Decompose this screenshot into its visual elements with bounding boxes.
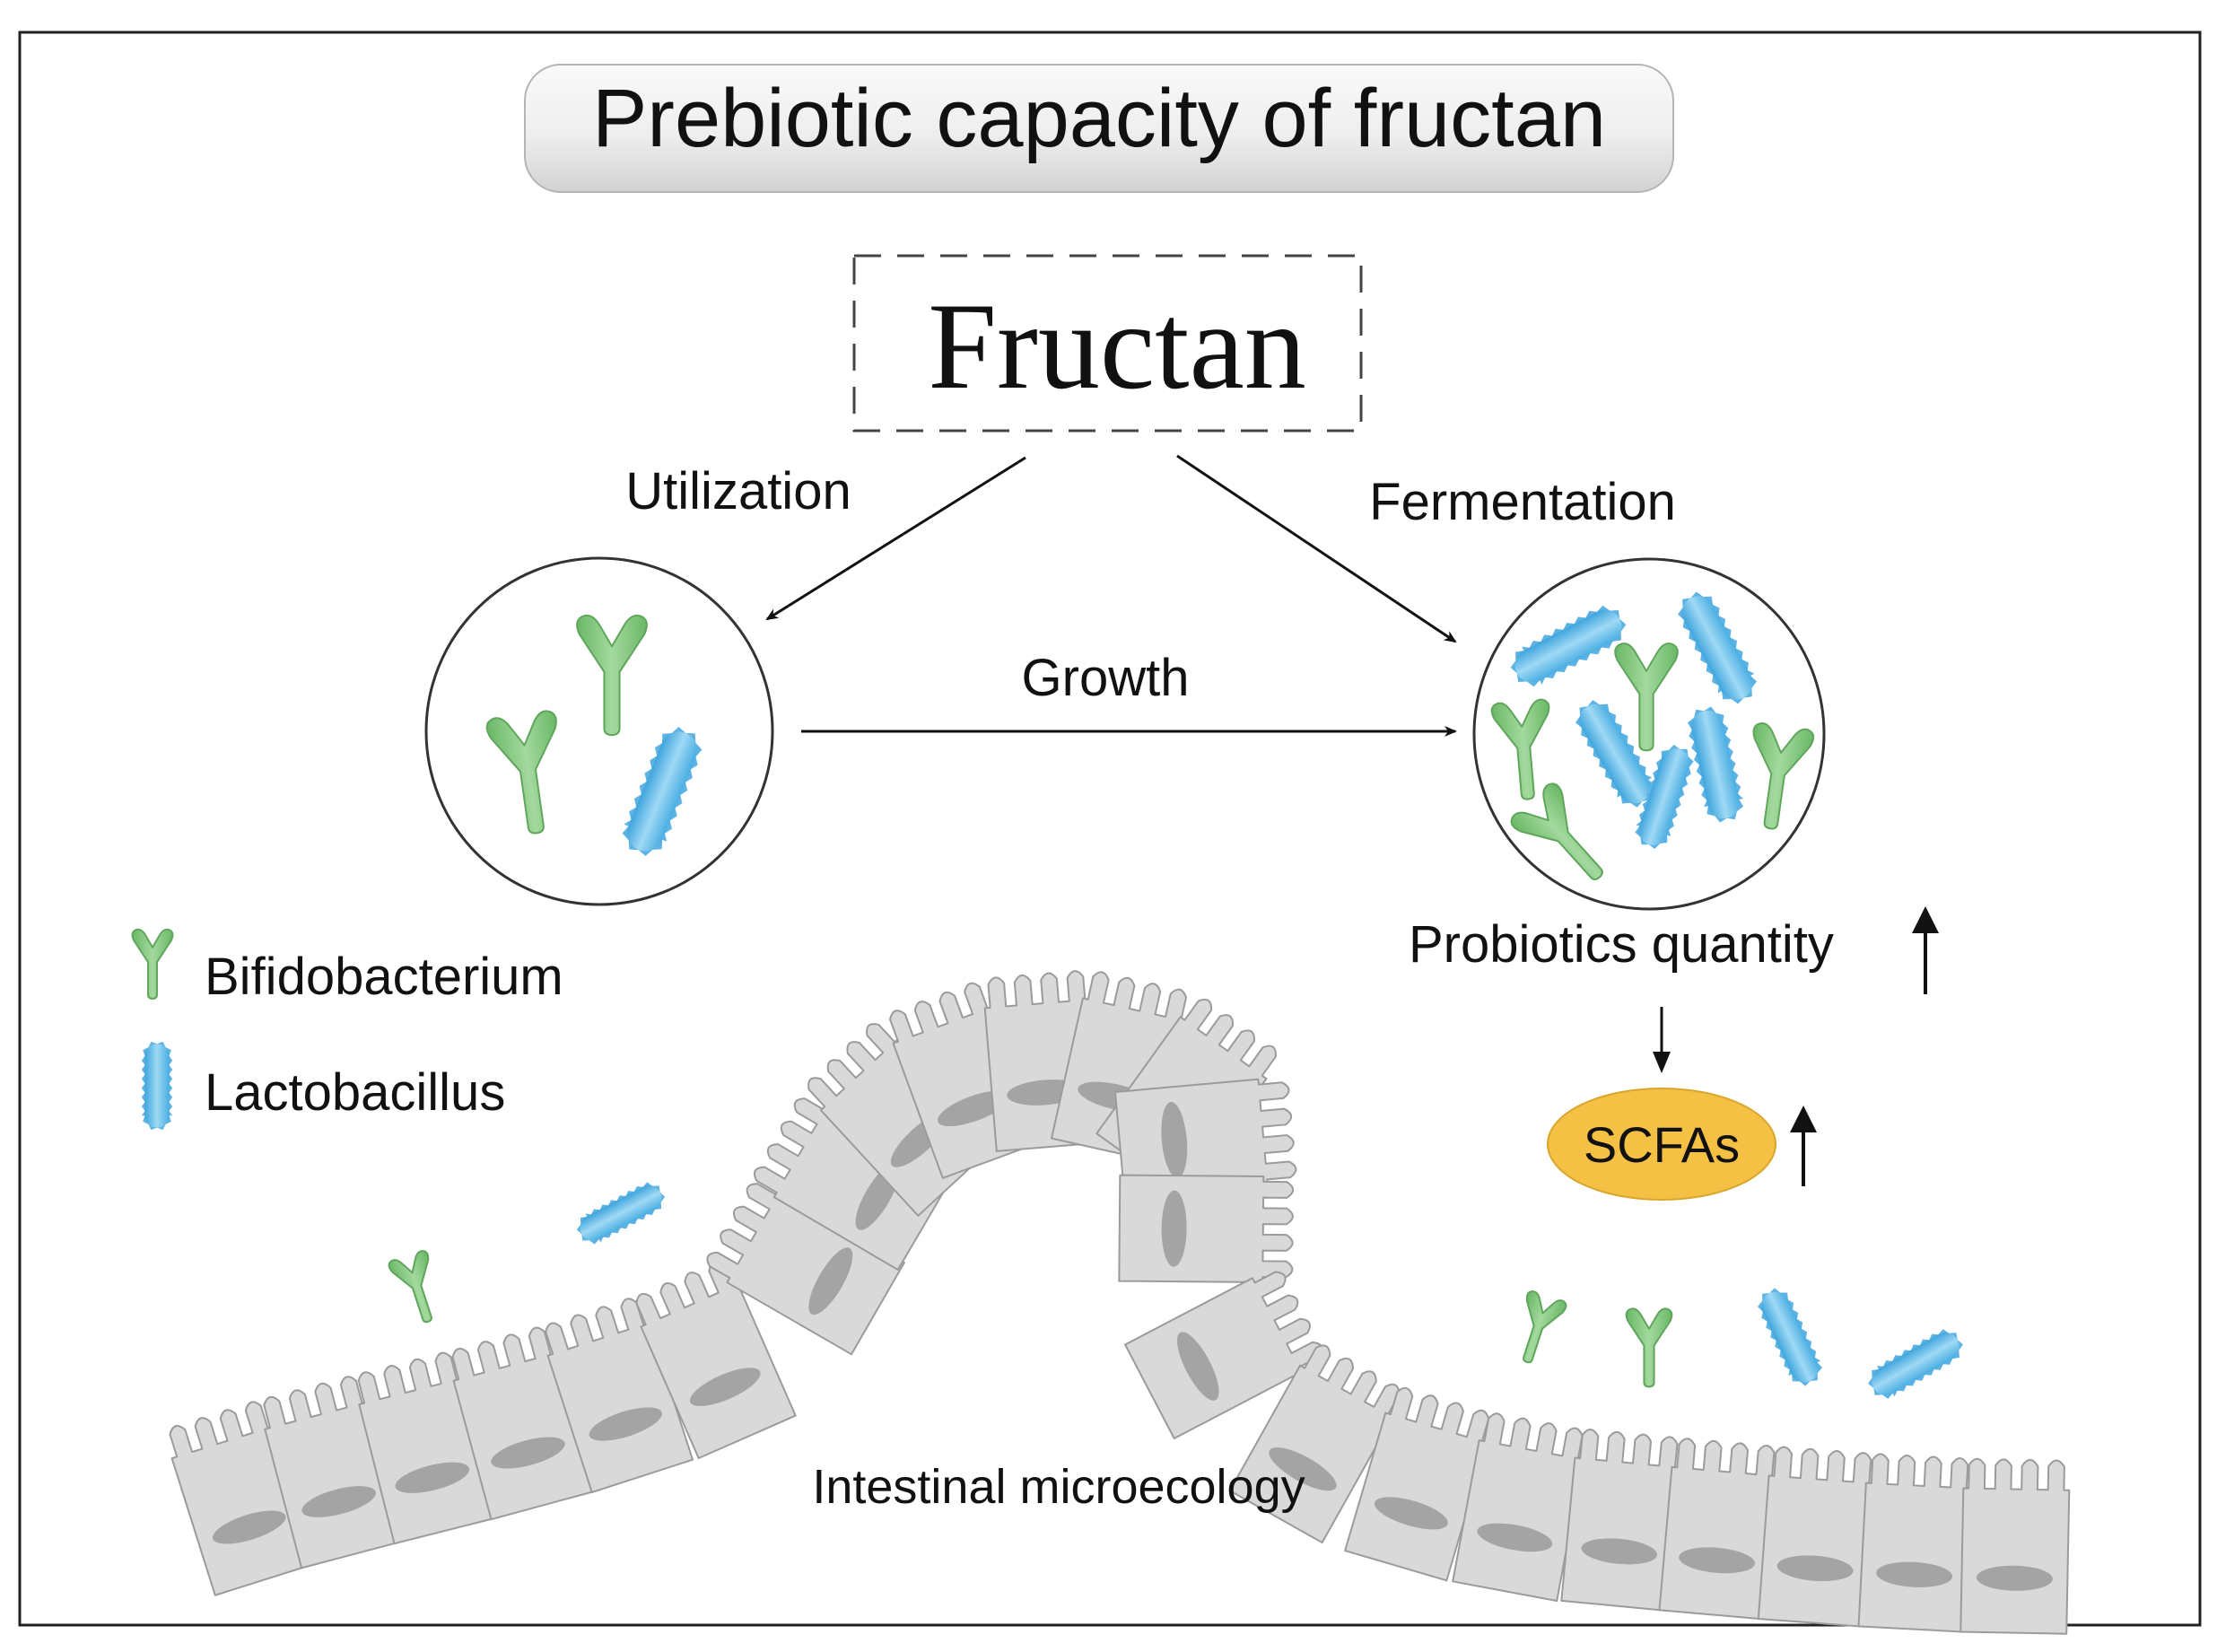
- bacteria-layer: [388, 591, 1963, 1399]
- cell-nucleus: [1477, 1523, 1553, 1552]
- utilization-label: Utilization: [625, 462, 851, 520]
- fermentation-label: Fermentation: [1369, 473, 1676, 531]
- probiotics-quantity-label: Probiotics quantity: [1409, 915, 1834, 974]
- lactobacillus-icon: [622, 726, 703, 857]
- growth-label: Growth: [1022, 649, 1190, 707]
- cell-nucleus: [1374, 1497, 1448, 1530]
- cell-nucleus: [589, 1407, 662, 1441]
- legend-lacto-icon: [141, 1041, 173, 1131]
- cell-nucleus: [1161, 1190, 1187, 1267]
- bifidobacterium-icon: [485, 710, 557, 835]
- lactobacillus-icon: [576, 1182, 666, 1245]
- lactobacillus-icon: [1757, 1288, 1823, 1386]
- scfa-increase-arrow: [1790, 1106, 1817, 1186]
- cell-nucleus: [1581, 1538, 1658, 1565]
- cell-nucleus: [395, 1462, 470, 1493]
- epithelial-cell: [706, 1183, 905, 1356]
- lactobacillus-icon: [1635, 744, 1694, 850]
- initial-microbiota-circle: [424, 556, 774, 906]
- lactobacillus-icon: [1687, 706, 1744, 823]
- cell-nucleus: [689, 1368, 761, 1406]
- bifidobacterium-icon: [1523, 1290, 1567, 1364]
- legend-bifido-icon: [131, 928, 174, 1000]
- cell-nucleus: [808, 1247, 853, 1315]
- bifidobacterium-icon: [1752, 722, 1815, 830]
- scfa-label: SCFAs: [1584, 1116, 1740, 1173]
- legend-bifido-glyph: [131, 928, 174, 1000]
- epithelial-cell: [1960, 1457, 2071, 1635]
- bifidobacterium-icon: [576, 614, 648, 737]
- cell-nucleus: [1776, 1555, 1854, 1582]
- legend-lacto-glyph: [141, 1041, 173, 1131]
- cell-nucleus: [1161, 1101, 1188, 1178]
- legend-lacto-label: Lactobacillus: [205, 1063, 505, 1122]
- epithelial-cell: [1344, 1386, 1490, 1582]
- legend: Bifidobacterium Lactobacillus: [131, 928, 563, 1131]
- probiotics-to-scfa-arrow: [1653, 1007, 1671, 1073]
- bifidobacterium-icon: [388, 1250, 432, 1324]
- epithelial-cell: [1857, 1453, 1973, 1633]
- lactobacillus-icon: [1868, 1329, 1963, 1399]
- cell-nucleus: [1177, 1332, 1219, 1401]
- title-banner: Prebiotic capacity of fructan: [524, 64, 1674, 193]
- fermentation-arrow: [1176, 454, 1457, 643]
- lactobacillus-icon: [1677, 591, 1758, 704]
- bifidobacterium-icon: [1614, 642, 1679, 752]
- bifidobacterium-icon: [1510, 782, 1603, 881]
- epithelial-cell: [1228, 1344, 1401, 1544]
- epithelial-cell: [1118, 1174, 1295, 1283]
- fructan-label: Fructan: [928, 277, 1306, 415]
- legend-bifido-label: Bifidobacterium: [205, 948, 563, 1006]
- cell-nucleus: [212, 1510, 286, 1544]
- fructan-box: Fructan: [852, 254, 1363, 433]
- epithelial-cell: [1560, 1429, 1681, 1612]
- bifidobacterium-icon: [1625, 1307, 1673, 1388]
- lactobacillus-icon: [1575, 700, 1655, 808]
- probiotics-increase-arrow: [1912, 906, 1939, 994]
- lactobacillus-icon: [1510, 605, 1627, 687]
- title-text: Prebiotic capacity of fructan: [592, 73, 1606, 164]
- cell-nucleus: [1976, 1565, 2053, 1591]
- cell-nucleus: [301, 1486, 376, 1517]
- utilization-arrow: [765, 456, 1026, 621]
- intestinal-epithelium: [169, 970, 2071, 1635]
- intestine-label: Intestinal microecology: [812, 1460, 1305, 1514]
- figure-frame: [18, 31, 2202, 1627]
- epithelial-cell: [1452, 1412, 1584, 1603]
- cell-nucleus: [1876, 1561, 1953, 1587]
- epithelial-cell: [1658, 1438, 1778, 1621]
- cell-nucleus: [1269, 1447, 1337, 1491]
- bifidobacterium-icon: [1490, 698, 1550, 800]
- epithelial-cell: [1757, 1446, 1876, 1628]
- scfa-badge: SCFAs: [1547, 1088, 1776, 1201]
- epithelial-cell: [1113, 1078, 1297, 1199]
- cell-nucleus: [491, 1437, 565, 1469]
- cell-nucleus: [1679, 1547, 1755, 1574]
